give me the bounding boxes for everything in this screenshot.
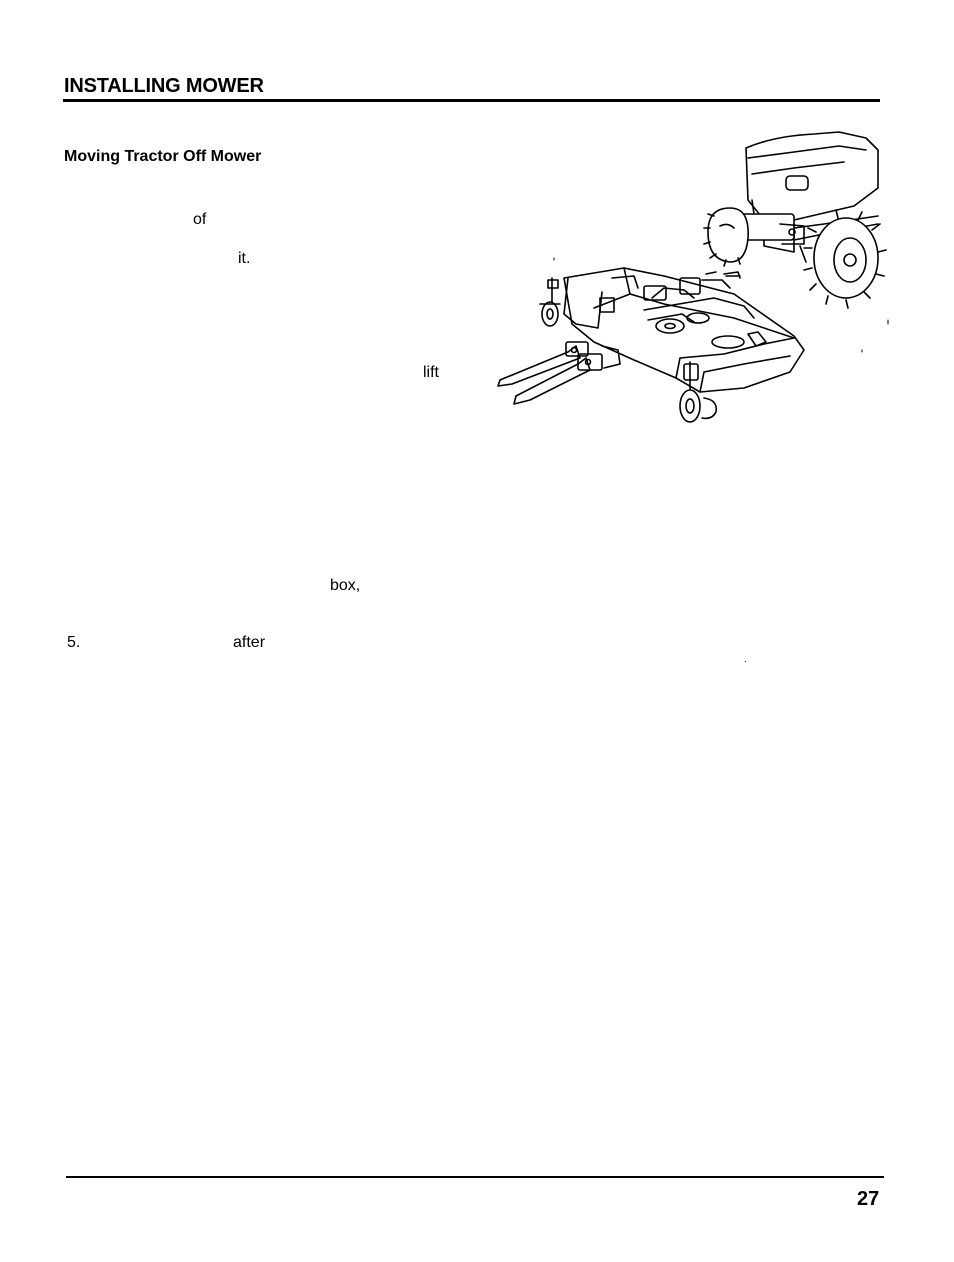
subtitle: Moving Tractor Off Mower [64,148,262,165]
tractor-and-mower-deck-illustration [494,128,890,428]
caster-wheel-left [539,277,561,327]
tractor-wheel-left [703,207,749,267]
text-fragment-after: after [233,634,266,651]
footer-rule [66,1176,884,1178]
text-fragment-it: it. [238,250,251,267]
tractor-body [741,131,879,263]
text-fragment-of: of [193,211,207,228]
step-number: 5. [67,634,81,651]
section-title: INSTALLING MOWER [64,75,264,97]
text-fragment-box: box, [330,577,361,594]
stray-mark [745,661,746,662]
page-number: 27 [857,1188,880,1210]
hitch-arms [497,341,621,405]
mower-deck [563,267,805,393]
caster-wheel-front [679,361,718,423]
title-rule [63,99,880,102]
text-fragment-lift: lift [423,364,439,381]
tractor-wheel-right [803,209,887,309]
